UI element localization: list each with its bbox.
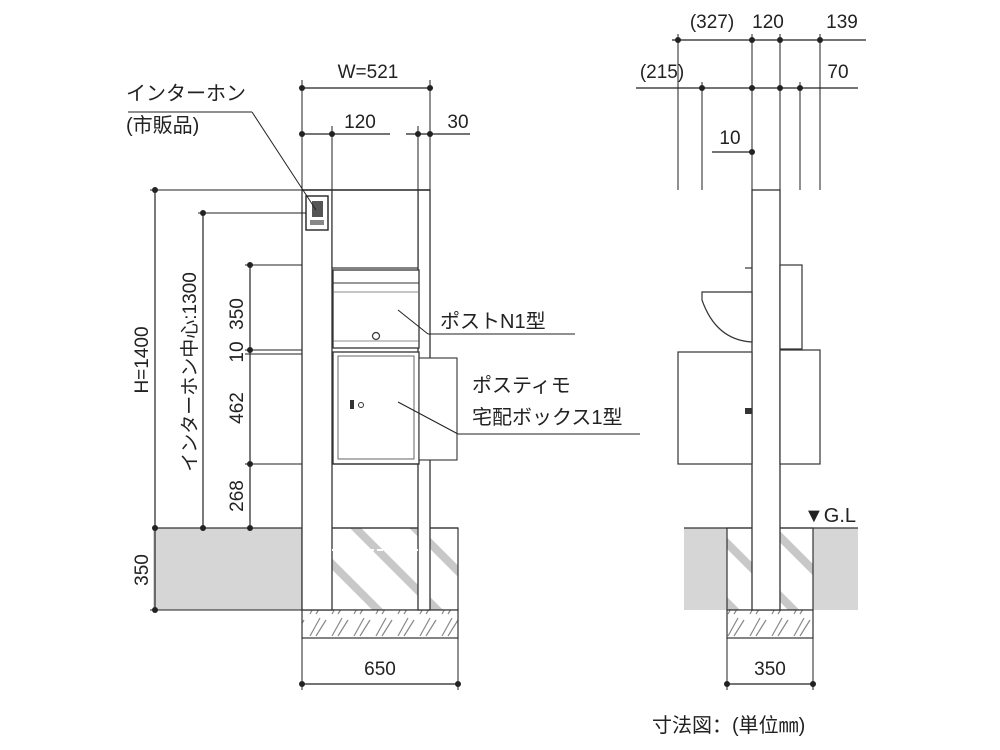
- unit-note: 寸法図：(単位㎜): [652, 714, 805, 737]
- intercom-label-line1: インターホン: [126, 82, 246, 105]
- mailbox-lock-icon: [371, 331, 381, 341]
- side-gravel: [726, 609, 814, 639]
- delivery-box-label-line1: ポスティモ: [472, 374, 571, 397]
- side-mailbox-front: [701, 291, 753, 343]
- side-dim-120: 120: [752, 12, 784, 33]
- front-dim-base: 650: [364, 659, 396, 680]
- front-width-gap: 30: [447, 112, 468, 133]
- side-dim-215: (215): [640, 62, 684, 83]
- post-n1-label: ポストN1型: [440, 310, 546, 333]
- front-intercom-center: インターホン中心:1300: [179, 272, 201, 472]
- side-dim-base: 350: [754, 659, 786, 680]
- side-dim-10: 10: [719, 128, 740, 149]
- front-width-post: 120: [344, 112, 376, 133]
- front-view: W=521 120 30 H=1400 インターホン中心:1300: [126, 62, 640, 690]
- delivery-box-handle-icon: [350, 400, 354, 409]
- front-dim-268: 268: [227, 480, 248, 512]
- side-view: ▼G.L (327) 120 139 (215) 70 10 35: [636, 12, 866, 690]
- front-gravel: [301, 609, 459, 639]
- side-delivery-box: [677, 351, 753, 465]
- front-dim-350: 350: [227, 298, 248, 330]
- front-dim-ground: 350: [132, 554, 153, 586]
- front-width-total: W=521: [338, 62, 399, 83]
- front-dim-10: 10: [227, 341, 248, 362]
- side-dim-327: (327): [690, 12, 734, 33]
- side-dim-70: 70: [827, 62, 848, 83]
- front-height-total: H=1400: [132, 326, 153, 393]
- side-post: [751, 189, 781, 611]
- front-dim-462: 462: [227, 392, 248, 424]
- front-post-left: [301, 189, 333, 611]
- ground-level-label: ▼G.L: [804, 505, 856, 527]
- side-dim-139: 139: [826, 12, 858, 33]
- delivery-box-label-line2: 宅配ボックス1型: [472, 406, 623, 429]
- intercom-label-line2: (市販品): [126, 114, 199, 137]
